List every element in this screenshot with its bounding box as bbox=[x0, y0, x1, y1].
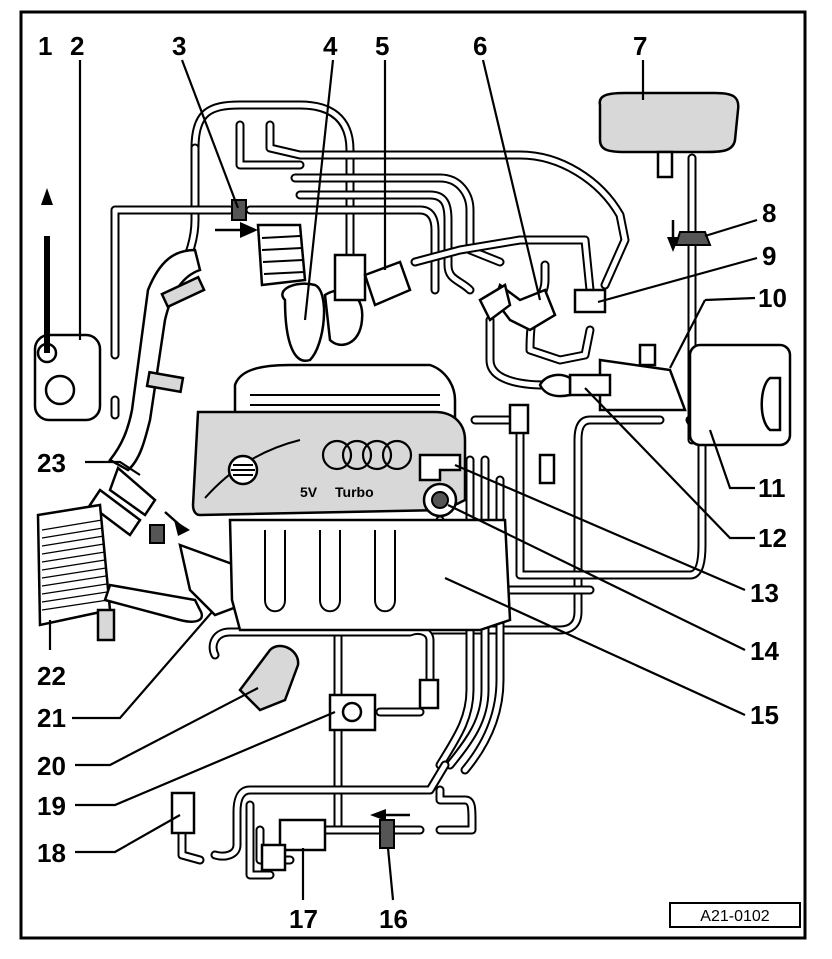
callout-17: 17 bbox=[289, 904, 318, 934]
arrow-right-icon bbox=[240, 222, 258, 238]
callout-20: 20 bbox=[37, 751, 66, 781]
engine-cover-label-5v: 5V bbox=[300, 484, 318, 500]
callout-9: 9 bbox=[762, 241, 776, 271]
components bbox=[33, 91, 792, 872]
callout-8: 8 bbox=[762, 198, 776, 228]
arrow-down-icon bbox=[667, 237, 679, 252]
callout-21: 21 bbox=[37, 703, 66, 733]
callout-4: 4 bbox=[323, 31, 338, 61]
callout-22: 22 bbox=[37, 661, 66, 691]
callout-10: 10 bbox=[758, 283, 787, 313]
callout-18: 18 bbox=[37, 838, 66, 868]
callout-7: 7 bbox=[633, 31, 647, 61]
arrow-left-icon bbox=[370, 809, 386, 821]
arrow-up-icon bbox=[41, 188, 53, 205]
callout-5: 5 bbox=[375, 31, 389, 61]
callout-1: 1 bbox=[38, 31, 52, 61]
reference-code: A21-0102 bbox=[700, 908, 769, 925]
callout-13: 13 bbox=[750, 578, 779, 608]
callout-23: 23 bbox=[37, 448, 66, 478]
callout-16: 16 bbox=[379, 904, 408, 934]
engine-cover-label-turbo: Turbo bbox=[335, 484, 374, 500]
callout-14: 14 bbox=[750, 636, 779, 666]
callout-6: 6 bbox=[473, 31, 487, 61]
reservoir-7 bbox=[598, 91, 740, 154]
diagram-border bbox=[19, 10, 807, 940]
callout-2: 2 bbox=[70, 31, 84, 61]
callout-15: 15 bbox=[750, 700, 779, 730]
callout-numbers: 1 2 3 4 5 6 7 8 9 10 11 12 13 14 15 16 1… bbox=[37, 31, 787, 934]
reference-code-box bbox=[669, 902, 801, 928]
flow-arrows bbox=[41, 188, 679, 821]
brand-rings-logo bbox=[321, 439, 413, 471]
callout-19: 19 bbox=[37, 791, 66, 821]
leader-lines bbox=[48, 59, 758, 901]
callout-11: 11 bbox=[758, 473, 786, 503]
callout-3: 3 bbox=[172, 31, 186, 61]
callout-12: 12 bbox=[758, 523, 787, 553]
